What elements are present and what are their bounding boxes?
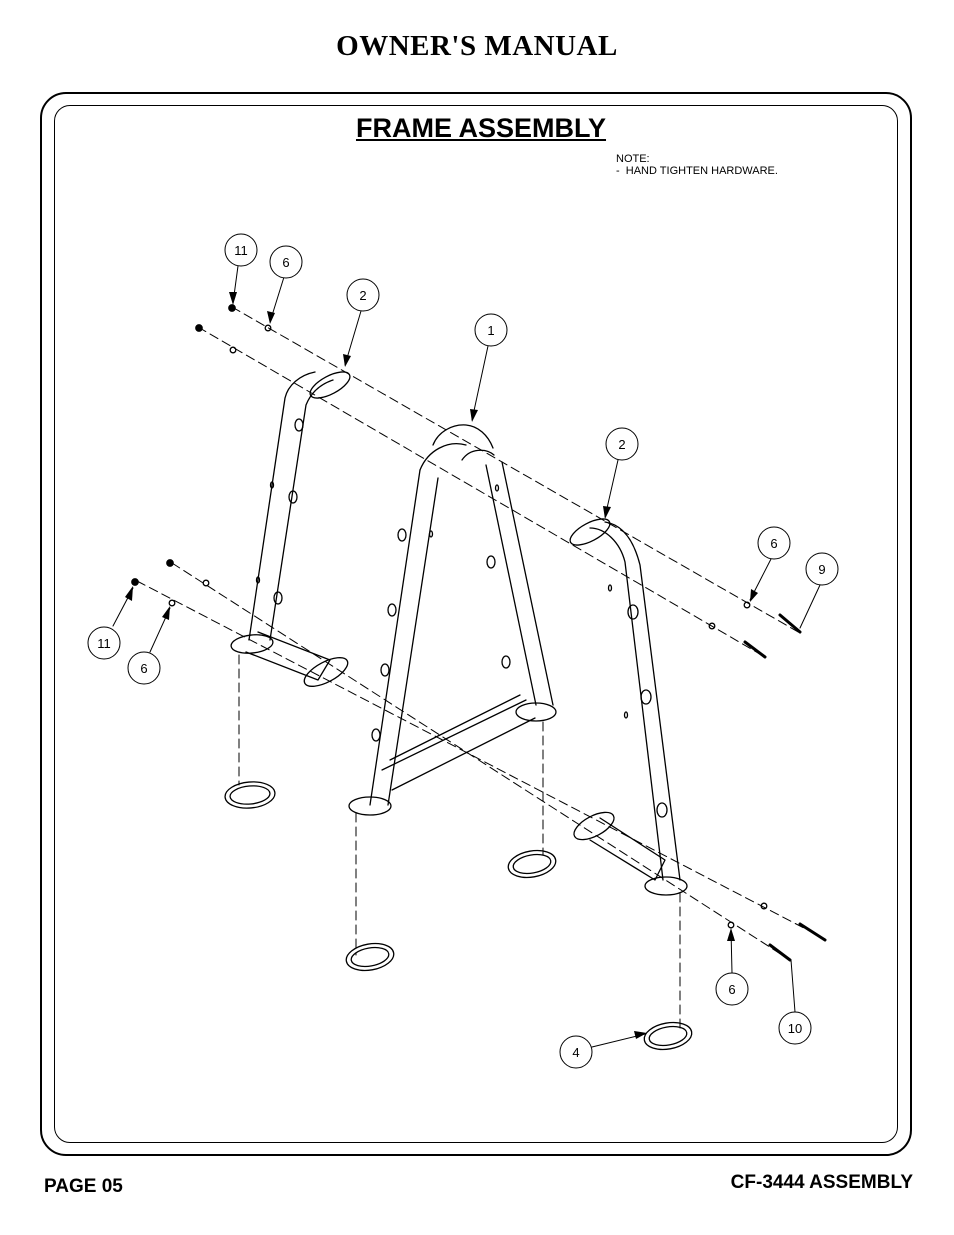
section-title: FRAME ASSEMBLY	[355, 113, 607, 143]
hardware	[131, 304, 827, 962]
right-upright	[569, 518, 688, 896]
callout-circles	[87, 233, 839, 1069]
floor-pads	[224, 781, 693, 1051]
callout-label: 1	[487, 323, 494, 338]
callout-label: 11	[234, 243, 248, 258]
center-a-frame	[348, 424, 557, 816]
callout-label: 2	[359, 288, 366, 303]
callout-label: 6	[282, 255, 289, 270]
manual-title: OWNER'S MANUAL	[336, 30, 618, 62]
callout-label: 10	[788, 1021, 802, 1036]
note-heading: NOTE:	[616, 153, 650, 165]
inner-frame-border	[54, 105, 898, 1143]
note-line: - HAND TIGHTEN HARDWARE.	[616, 165, 778, 177]
callout-label: 9	[818, 562, 825, 577]
callout-label: 6	[770, 536, 777, 551]
callout-label: 11	[97, 636, 111, 651]
model-assembly-label: CF-3444 ASSEMBLY	[730, 1172, 913, 1193]
callout-label: 6	[728, 982, 735, 997]
assembly-note: NOTE: - HAND TIGHTEN HARDWARE.	[616, 153, 778, 177]
callout-label: 6	[140, 661, 147, 676]
leader-lines	[112, 265, 821, 1048]
arrow-heads	[125, 292, 758, 1039]
alignment-lines	[136, 306, 826, 1029]
page-number: PAGE 05	[44, 1176, 123, 1197]
callout-label: 2	[618, 437, 625, 452]
callout-label: 4	[572, 1045, 579, 1060]
outer-frame-border	[40, 92, 912, 1156]
left-upright	[230, 371, 351, 687]
